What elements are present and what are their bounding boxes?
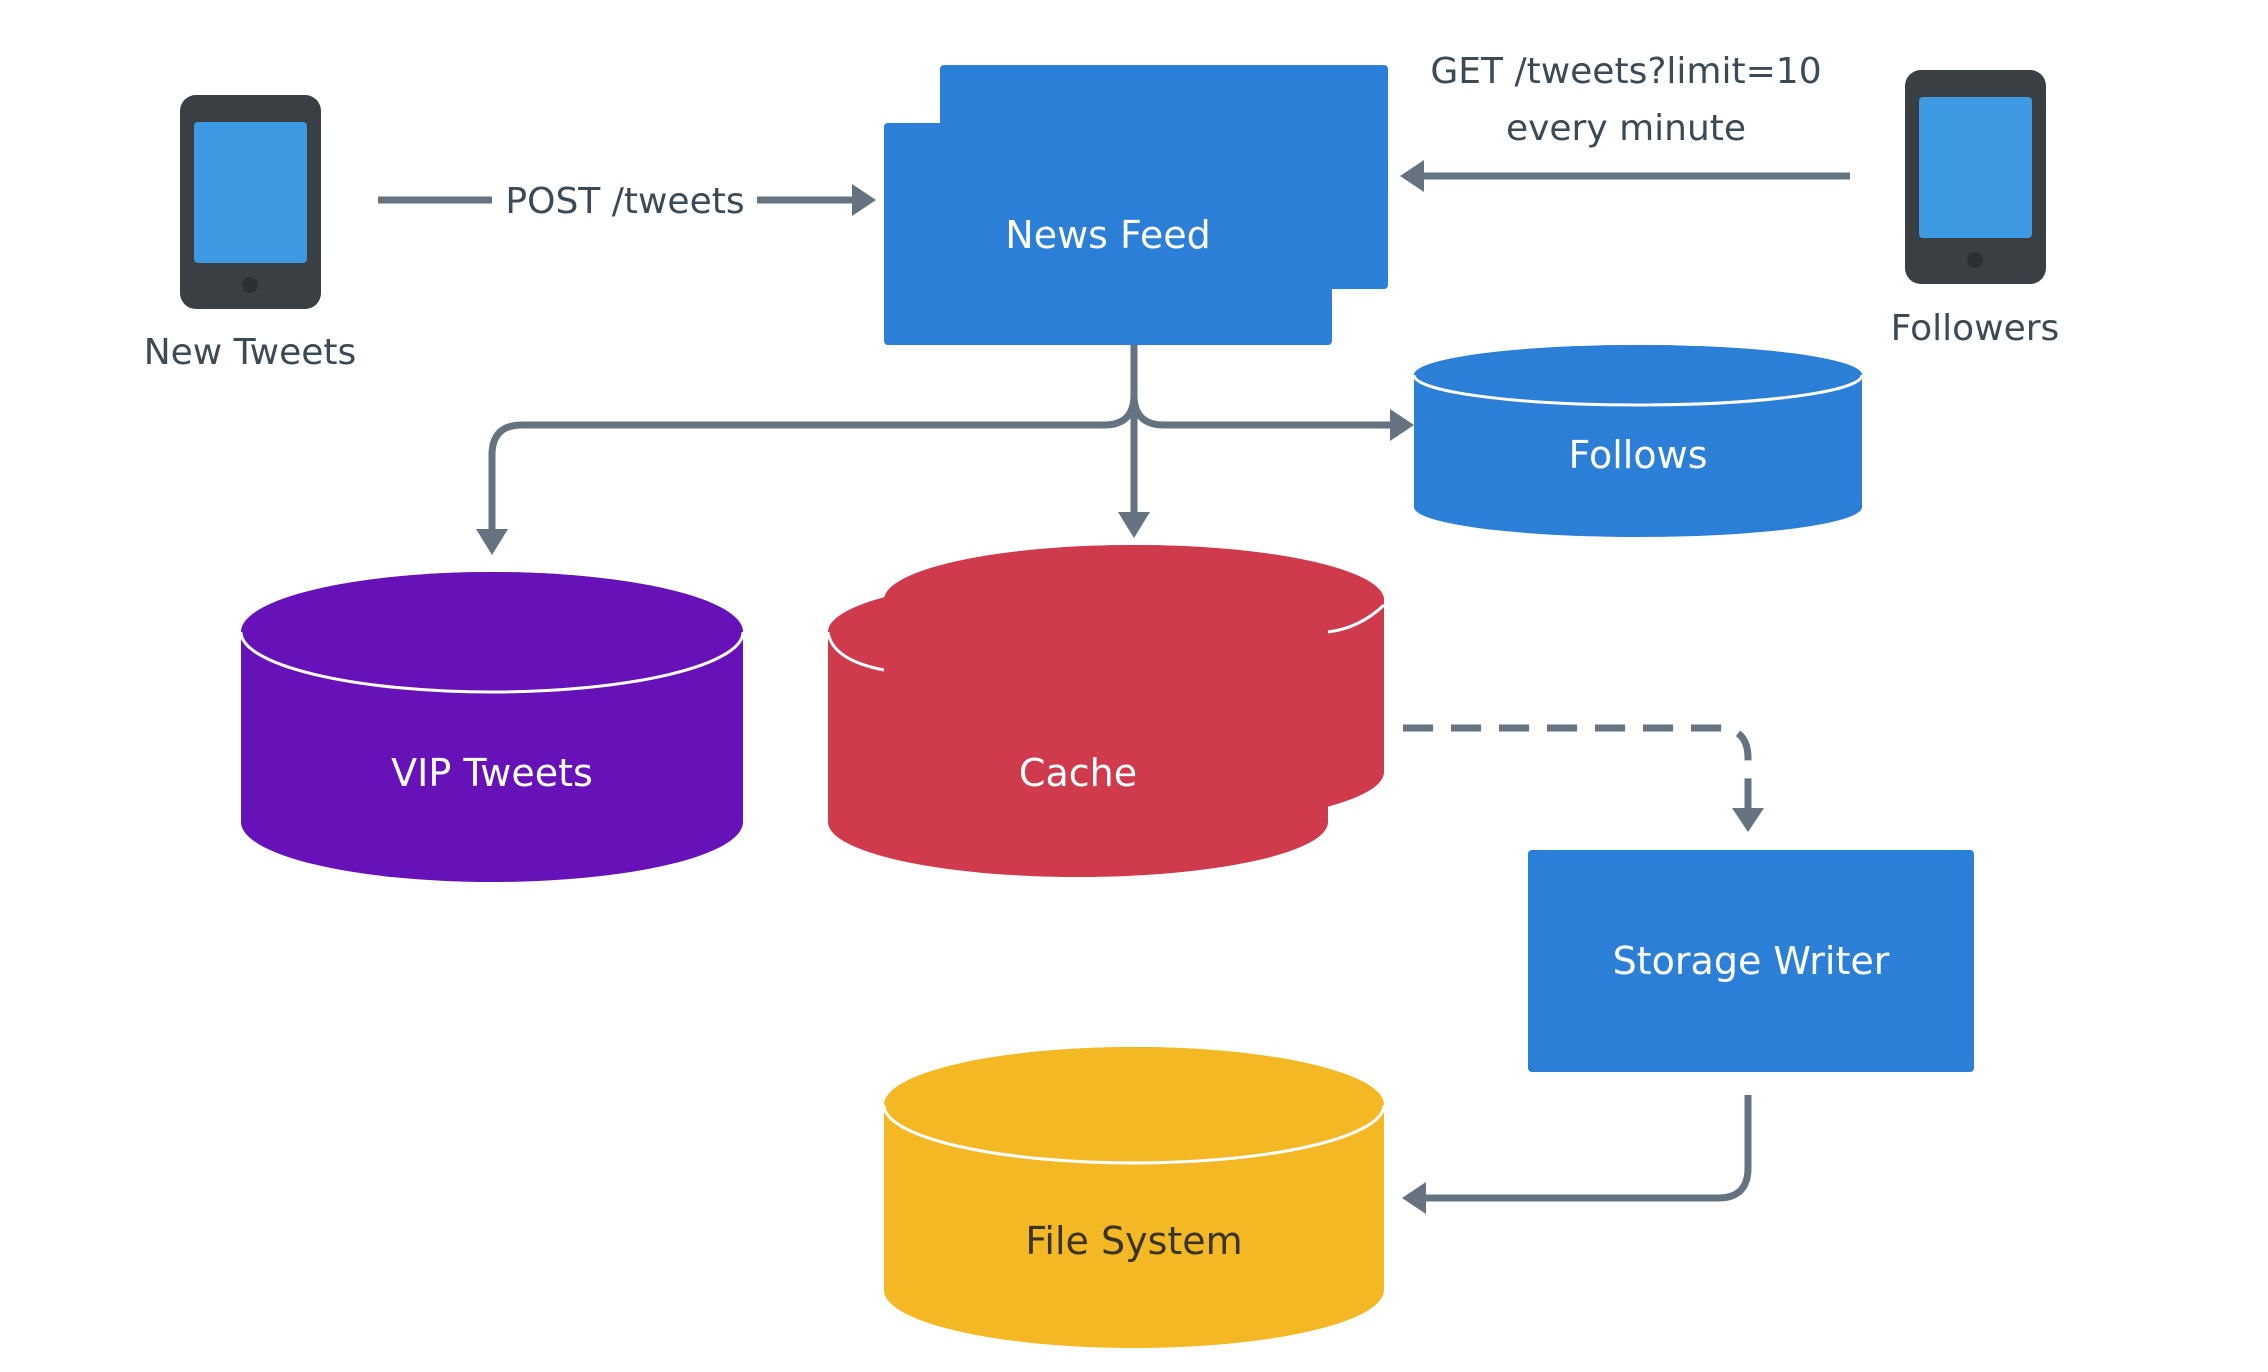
store-label-file-system: File System <box>1025 1219 1242 1263</box>
store-cache: Cache <box>826 545 1386 877</box>
edge-get-tweets: GET /tweets?limit=10 every minute <box>1400 51 1850 192</box>
phone-icon <box>180 95 321 309</box>
service-label-storage-writer: Storage Writer <box>1613 939 1890 983</box>
edge-cache-to-storage-writer <box>1403 724 1764 832</box>
store-vip-tweets: VIP Tweets <box>239 572 745 882</box>
edge-post-tweets: POST /tweets <box>378 181 876 222</box>
client-new-tweets: New Tweets <box>144 95 357 373</box>
client-label-new-tweets: New Tweets <box>144 332 357 373</box>
phone-icon <box>1905 70 2046 284</box>
store-file-system: File System <box>882 1047 1386 1348</box>
client-label-followers: Followers <box>1891 308 2060 349</box>
store-label-vip-tweets: VIP Tweets <box>391 751 593 795</box>
store-label-follows: Follows <box>1569 433 1708 477</box>
edge-label-get-tweets: GET /tweets?limit=10 <box>1430 51 1821 92</box>
edge-storage-writer-to-file-system <box>1402 1095 1752 1214</box>
edge-newsfeed-fanout <box>476 345 1414 555</box>
service-storage-writer: Storage Writer <box>1528 850 1974 1072</box>
service-label-news-feed: News Feed <box>1005 213 1210 257</box>
service-news-feed: News Feed <box>884 65 1388 345</box>
edge-label-every-minute: every minute <box>1506 108 1746 149</box>
store-follows: Follows <box>1412 345 1864 537</box>
client-followers: Followers <box>1891 70 2060 349</box>
edge-label-post-tweets: POST /tweets <box>505 181 744 222</box>
store-label-cache: Cache <box>1019 751 1137 795</box>
